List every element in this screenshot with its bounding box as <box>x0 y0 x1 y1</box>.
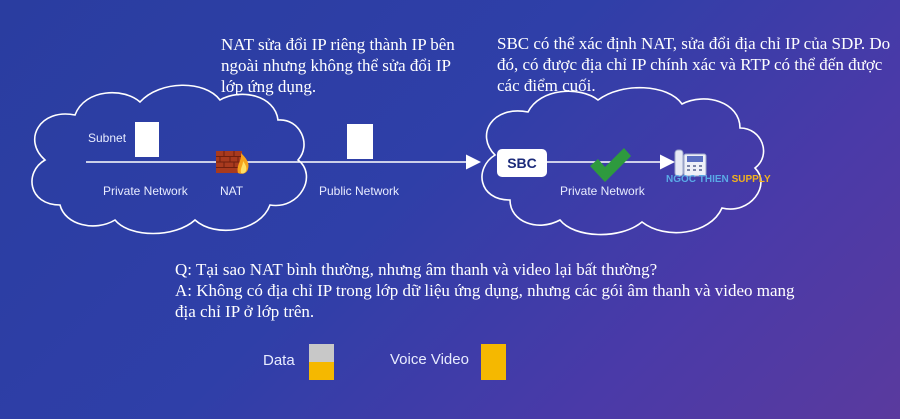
qa-block: Q: Tại sao NAT bình thường, nhưng âm tha… <box>175 259 815 322</box>
subnet-label: Subnet <box>88 131 127 145</box>
sbc-note: SBC có thể xác định NAT, sửa đổi địa chỉ… <box>497 34 891 95</box>
right-cloud <box>481 86 765 236</box>
legend-data-swatch <box>309 344 334 380</box>
sbc-box: SBC <box>497 149 547 177</box>
watermark-part2: SUPPLY <box>731 174 771 185</box>
nat-label: NAT <box>220 184 244 198</box>
phone-icon <box>674 149 707 177</box>
packet-page-left <box>135 122 159 157</box>
check-icon <box>590 148 631 182</box>
legend-voice-video-swatch <box>481 344 506 380</box>
public-network-label: Public Network <box>319 184 400 198</box>
watermark-part1: NGOC THIEN <box>666 174 729 185</box>
legend-data-label: Data <box>263 352 295 369</box>
answer-text: A: Không có địa chỉ IP trong lớp dữ liệu… <box>175 281 795 321</box>
watermark: NGOC THIEN SUPPLY <box>666 174 771 185</box>
packet-page-middle <box>347 124 373 159</box>
question-text: Q: Tại sao NAT bình thường, nhưng âm tha… <box>175 260 658 279</box>
firewall-icon <box>216 151 249 174</box>
legend-voice-video-label: Voice Video <box>390 351 469 368</box>
private-network-label-left: Private Network <box>103 184 188 198</box>
nat-note: NAT sửa đổi IP riêng thành IP bên ngoài … <box>221 35 455 96</box>
private-network-label-right: Private Network <box>560 184 645 198</box>
left-cloud <box>31 84 308 235</box>
